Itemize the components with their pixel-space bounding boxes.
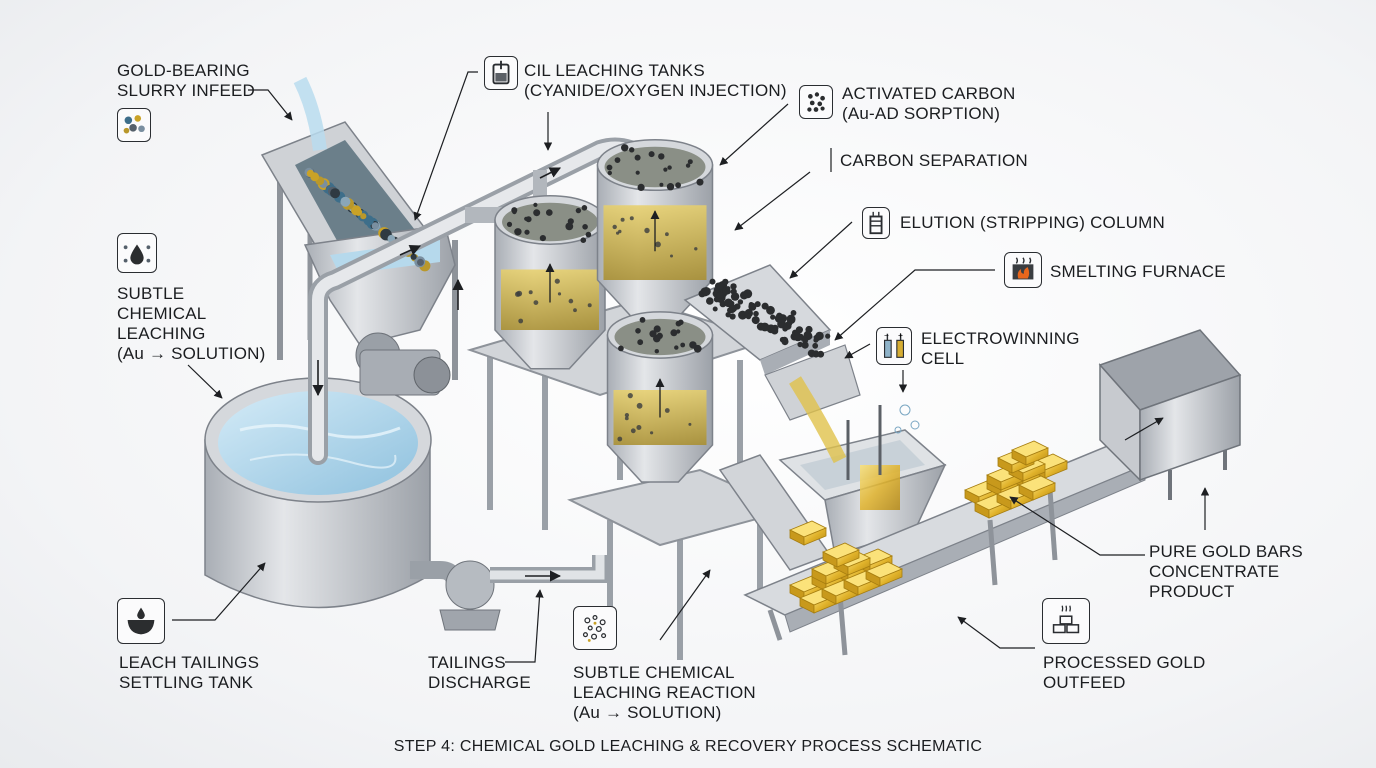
ore-particles-icon: [117, 108, 151, 142]
collection-bin: [1098, 329, 1242, 500]
ore-particle: [371, 222, 379, 230]
carbon-granule: [825, 333, 831, 339]
ore-particle: [417, 258, 424, 266]
activated-carbon-granules: [698, 278, 831, 563]
gold-bar: [789, 520, 827, 546]
carbon-granule: [748, 302, 757, 311]
ore-particle: [310, 172, 320, 182]
carbon-granule: [722, 278, 729, 286]
leaching-reaction-label: SUBTLE CHEMICAL LEACHING REACTION (Au → …: [573, 663, 756, 722]
cil-leaching-tanks: [494, 138, 714, 483]
carbon-granule: [766, 305, 775, 315]
carbon-granule: [803, 330, 812, 339]
carbon-granule: [801, 341, 809, 349]
furnace-icon: [1004, 252, 1042, 288]
gold-bars: [789, 440, 1068, 614]
svg-text:−: −: [884, 332, 890, 340]
tailings-discharge-label: TAILINGS DISCHARGE: [428, 653, 531, 692]
column-icon: [862, 207, 890, 239]
carbon-granule: [778, 314, 787, 323]
gold-bar: [865, 561, 903, 587]
carbon-granule: [802, 337, 809, 344]
leaching-tank: [494, 195, 606, 370]
carbon-granule: [786, 320, 793, 327]
gold-bars-icon: [1042, 598, 1090, 644]
ore-particle: [351, 205, 362, 216]
elution-column-label: ELUTION (STRIPPING) COLUMN: [900, 213, 1165, 232]
subtle-leaching-label: SUBTLE CHEMICAL LEACHING (Au → SOLUTION): [117, 284, 266, 363]
carbon-granule: [730, 288, 737, 295]
carbon-granule: [754, 301, 761, 308]
ore-particle: [340, 196, 351, 207]
activated-carbon-label: ACTIVATED CARBON (Au-AD SORPTION): [842, 84, 1016, 123]
svg-text:+: +: [898, 332, 904, 340]
leaching-tank: [596, 138, 714, 322]
carbon-granule: [716, 282, 725, 290]
carbon-granule: [724, 298, 733, 308]
carbon-granule: [790, 310, 797, 316]
leaching-tank: [606, 311, 714, 483]
gold-bars-label: PURE GOLD BARS CONCENTRATE PRODUCT: [1149, 542, 1303, 601]
carbon-granule: [709, 278, 716, 285]
smelting-furnace-label: SMELTING FURNACE: [1050, 262, 1226, 281]
reaction-particles-icon: [573, 606, 617, 650]
carbon-granule: [771, 327, 779, 335]
carbon-granule: [751, 316, 760, 325]
ore-particle: [330, 188, 341, 199]
gold-bar: [1011, 440, 1049, 466]
carbon-granule: [797, 341, 803, 348]
carbon-granule: [729, 304, 738, 312]
basin-icon: [117, 598, 165, 644]
ore-particle: [360, 213, 367, 220]
tank-icon: [484, 56, 518, 90]
ore-particle: [363, 215, 374, 226]
droplet-icon: [117, 233, 157, 273]
carbon-granule: [706, 297, 714, 305]
gold-bar: [822, 542, 860, 568]
carbon-granule: [712, 306, 718, 312]
flow-arrows: [312, 167, 562, 582]
electrowinning-label: ELECTROWINNING CELL: [921, 329, 1080, 368]
leader-lines: [172, 71, 1210, 663]
electrodes-icon: −+: [876, 327, 912, 365]
carbon-granule: [725, 286, 731, 292]
diagram-caption: STEP 4: CHEMICAL GOLD LEACHING & RECOVER…: [393, 738, 983, 755]
carbon-granule: [737, 299, 744, 305]
carbon-granule: [815, 331, 824, 341]
carbon-granule: [812, 342, 819, 349]
carbon-granule: [730, 283, 737, 290]
carbon-granule: [716, 291, 724, 299]
carbon-separation-label: CARBON SEPARATION: [840, 151, 1028, 170]
carbon-granule: [725, 312, 731, 318]
carbon-granule: [760, 322, 770, 332]
processed-gold-label: PROCESSED GOLD OUTFEED: [1043, 653, 1206, 692]
slurry-infeed-label: GOLD-BEARING SLURRY INFEED: [117, 61, 256, 100]
carbon-granule: [702, 287, 711, 296]
ore-particle: [410, 253, 417, 260]
carbon-granule: [745, 313, 752, 320]
carbon-granule: [770, 314, 776, 320]
gold-bar: [1018, 475, 1056, 501]
carbon-granules-icon: [799, 85, 833, 119]
carbon-granule: [781, 336, 789, 344]
electrowinning-cell: [778, 376, 947, 556]
carbon-granule: [740, 291, 749, 300]
cil-tanks-label: CIL LEACHING TANKS (CYANIDE/OXYGEN INJEC…: [524, 61, 787, 100]
tailings-tank-label: LEACH TAILINGS SETTLING TANK: [119, 653, 260, 692]
carbon-granule: [753, 310, 759, 317]
carbon-granule: [729, 313, 736, 320]
carbon-granule: [812, 350, 820, 358]
carbon-granule: [795, 326, 804, 334]
tailings-pump: [410, 555, 608, 631]
